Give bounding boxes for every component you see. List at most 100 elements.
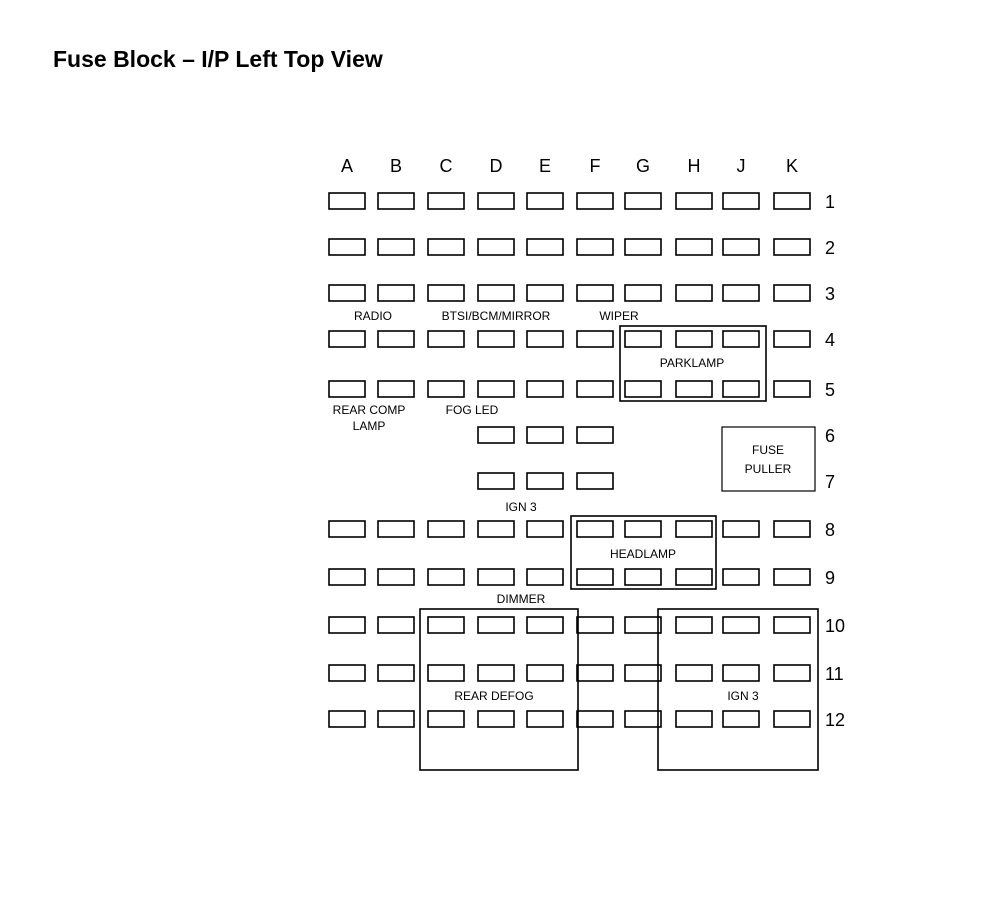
fuse-c10 <box>427 616 465 634</box>
diagram-title: Fuse Block – I/P Left Top View <box>53 46 383 72</box>
label-radio: RADIO <box>354 309 392 323</box>
fuse-c12 <box>427 710 465 728</box>
row-header-6: 6 <box>825 426 835 446</box>
label-parklamp: PARKLAMP <box>660 356 724 370</box>
row-header-1: 1 <box>825 192 835 212</box>
fuse-f9 <box>576 568 614 586</box>
column-header-k: K <box>786 156 798 176</box>
fuse-e10 <box>526 616 564 634</box>
fuse-f10 <box>576 616 614 634</box>
fuse-j12 <box>722 710 760 728</box>
label-rear-comp: REAR COMP <box>333 403 406 417</box>
rear-defog-group-outline <box>419 608 579 771</box>
fuse-a5 <box>328 380 366 398</box>
fuse-a9 <box>328 568 366 586</box>
fuse-d12 <box>477 710 515 728</box>
fuse-h3 <box>675 284 713 302</box>
fuse-c11 <box>427 664 465 682</box>
fuse-k1 <box>773 192 811 210</box>
fuse-b1 <box>377 192 415 210</box>
fuse-e8 <box>526 520 564 538</box>
fuse-c4 <box>427 330 465 348</box>
fuse-b4 <box>377 330 415 348</box>
fuse-f11 <box>576 664 614 682</box>
fuse-g10 <box>624 616 662 634</box>
fuse-h4 <box>675 330 713 348</box>
fuse-e4 <box>526 330 564 348</box>
fuse-f2 <box>576 238 614 256</box>
column-header-d: D <box>490 156 503 176</box>
fuse-h1 <box>675 192 713 210</box>
fuse-j8 <box>722 520 760 538</box>
fuse-g4 <box>624 330 662 348</box>
column-header-a: A <box>341 156 353 176</box>
label-lamp: LAMP <box>353 419 386 433</box>
fuse-a11 <box>328 664 366 682</box>
fuse-d4 <box>477 330 515 348</box>
fuse-e1 <box>526 192 564 210</box>
label-ign3-right: IGN 3 <box>727 689 759 703</box>
row-header-3: 3 <box>825 284 835 304</box>
column-header-c: C <box>440 156 453 176</box>
fuse-e11 <box>526 664 564 682</box>
fuse-j11 <box>722 664 760 682</box>
fuse-d3 <box>477 284 515 302</box>
fuse-h10 <box>675 616 713 634</box>
fuse-k3 <box>773 284 811 302</box>
fuse-h5 <box>675 380 713 398</box>
fuse-b9 <box>377 568 415 586</box>
parklamp-group-outline <box>619 325 767 402</box>
label-dimmer: DIMMER <box>497 592 546 606</box>
label-ign3-middle: IGN 3 <box>505 500 537 514</box>
row-header-12: 12 <box>825 710 845 730</box>
fuse-d7 <box>477 472 515 490</box>
fuse-k2 <box>773 238 811 256</box>
fuse-b11 <box>377 664 415 682</box>
column-header-j: J <box>737 156 746 176</box>
fuse-h11 <box>675 664 713 682</box>
fuse-a3 <box>328 284 366 302</box>
fuse-d9 <box>477 568 515 586</box>
fuse-h2 <box>675 238 713 256</box>
fuse-e5 <box>526 380 564 398</box>
fuse-e9 <box>526 568 564 586</box>
row-header-4: 4 <box>825 330 835 350</box>
column-header-h: H <box>688 156 701 176</box>
label-fog-led: FOG LED <box>446 403 499 417</box>
fuse-k4 <box>773 330 811 348</box>
fuse-h12 <box>675 710 713 728</box>
fuse-g8 <box>624 520 662 538</box>
fuse-k5 <box>773 380 811 398</box>
fuse-a1 <box>328 192 366 210</box>
fuse-c8 <box>427 520 465 538</box>
fuse-a8 <box>328 520 366 538</box>
column-header-b: B <box>390 156 402 176</box>
fuse-k11 <box>773 664 811 682</box>
fuse-e6 <box>526 426 564 444</box>
fuse-f1 <box>576 192 614 210</box>
label-rear-defog: REAR DEFOG <box>454 689 533 703</box>
fuse-g5 <box>624 380 662 398</box>
fuse-puller-label-line1: FUSE <box>752 443 784 457</box>
fuse-d1 <box>477 192 515 210</box>
fuse-k8 <box>773 520 811 538</box>
fuse-j3 <box>722 284 760 302</box>
fuse-c1 <box>427 192 465 210</box>
fuse-c3 <box>427 284 465 302</box>
fuse-c2 <box>427 238 465 256</box>
column-header-f: F <box>590 156 601 176</box>
fuse-b12 <box>377 710 415 728</box>
fuse-j1 <box>722 192 760 210</box>
fuse-j10 <box>722 616 760 634</box>
fuse-e3 <box>526 284 564 302</box>
fuse-f4 <box>576 330 614 348</box>
row-header-8: 8 <box>825 520 835 540</box>
column-header-e: E <box>539 156 551 176</box>
fuse-puller <box>721 426 816 492</box>
row-header-10: 10 <box>825 616 845 636</box>
label-headlamp: HEADLAMP <box>610 547 676 561</box>
fuse-a2 <box>328 238 366 256</box>
fuse-c5 <box>427 380 465 398</box>
